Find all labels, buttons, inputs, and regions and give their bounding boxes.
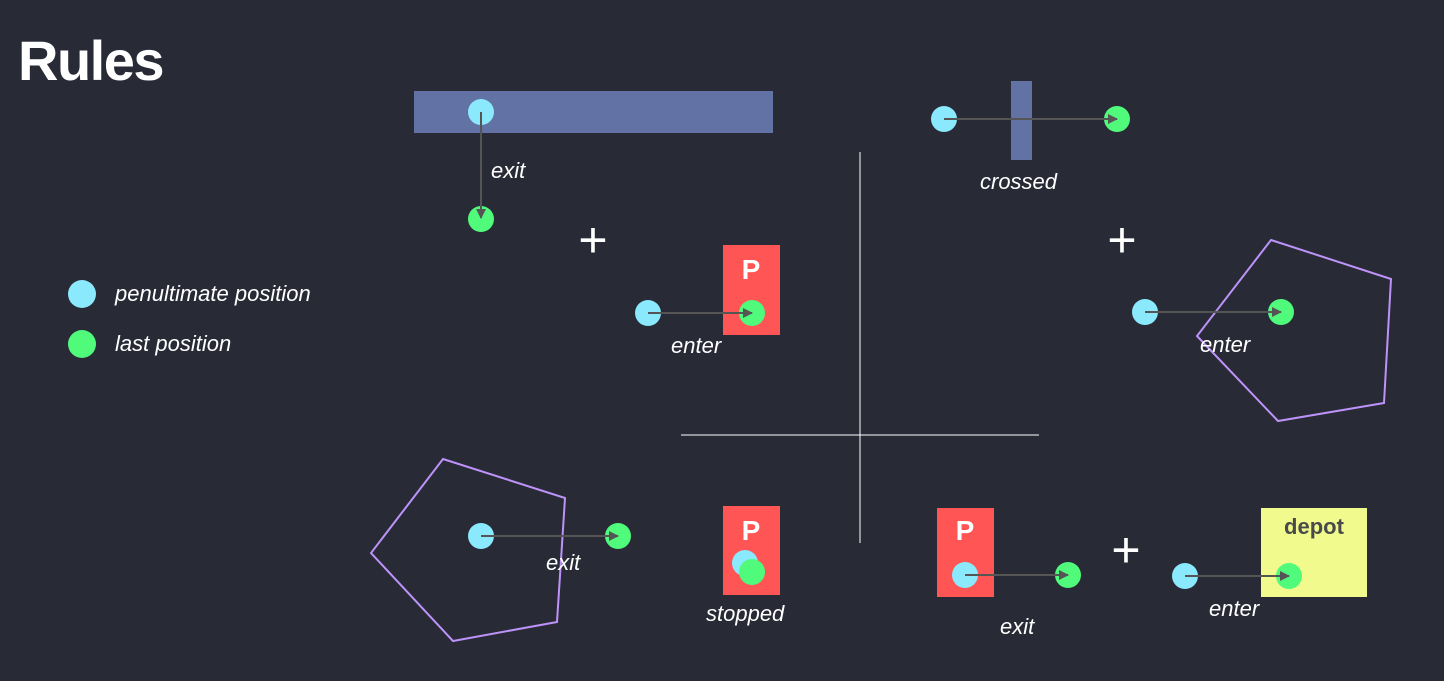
rule-road-crossed: crossed [931, 81, 1130, 194]
rule-zone-exit: exit [369, 457, 631, 643]
legend-label-penultimate: penultimate position [115, 281, 311, 306]
rule-label-enter: enter [1200, 332, 1252, 357]
legend-item-penultimate: penultimate position [68, 280, 311, 308]
legend-item-last: last position [68, 330, 231, 358]
zone-polygon [1195, 238, 1393, 423]
rule-parking-stopped: P stopped [706, 506, 785, 626]
rule-road-exit: exit [414, 91, 773, 232]
rule-parking-exit: P exit [937, 508, 1081, 639]
rule-label-exit: exit [546, 550, 581, 575]
last-dot [468, 206, 494, 232]
rule-label-exit: exit [1000, 614, 1035, 639]
depot-label: depot [1284, 514, 1345, 539]
rule-label-enter: enter [1209, 596, 1261, 621]
rule-label-crossed: crossed [980, 169, 1058, 194]
last-dot [739, 559, 765, 585]
rule-parking-enter: P enter [635, 245, 780, 358]
parking-label: P [742, 254, 761, 285]
rule-zone-enter: enter [1132, 238, 1393, 423]
legend-label-last: last position [115, 331, 232, 356]
rule-label-enter: enter [671, 333, 723, 358]
parking-label: P [956, 515, 975, 546]
plus-sign: + [1111, 522, 1140, 578]
plus-sign: + [578, 212, 607, 268]
last-dot-icon [68, 330, 96, 358]
rule-label-exit: exit [491, 158, 526, 183]
plus-sign: + [1107, 212, 1136, 268]
road-segment [1011, 81, 1032, 160]
zone-polygon [369, 457, 567, 643]
penultimate-dot-icon [68, 280, 96, 308]
road-segment [414, 91, 773, 133]
parking-label: P [742, 515, 761, 546]
page-title: Rules [18, 29, 165, 92]
rule-label-stopped: stopped [706, 601, 785, 626]
rule-depot-enter: depot enter [1172, 508, 1367, 621]
